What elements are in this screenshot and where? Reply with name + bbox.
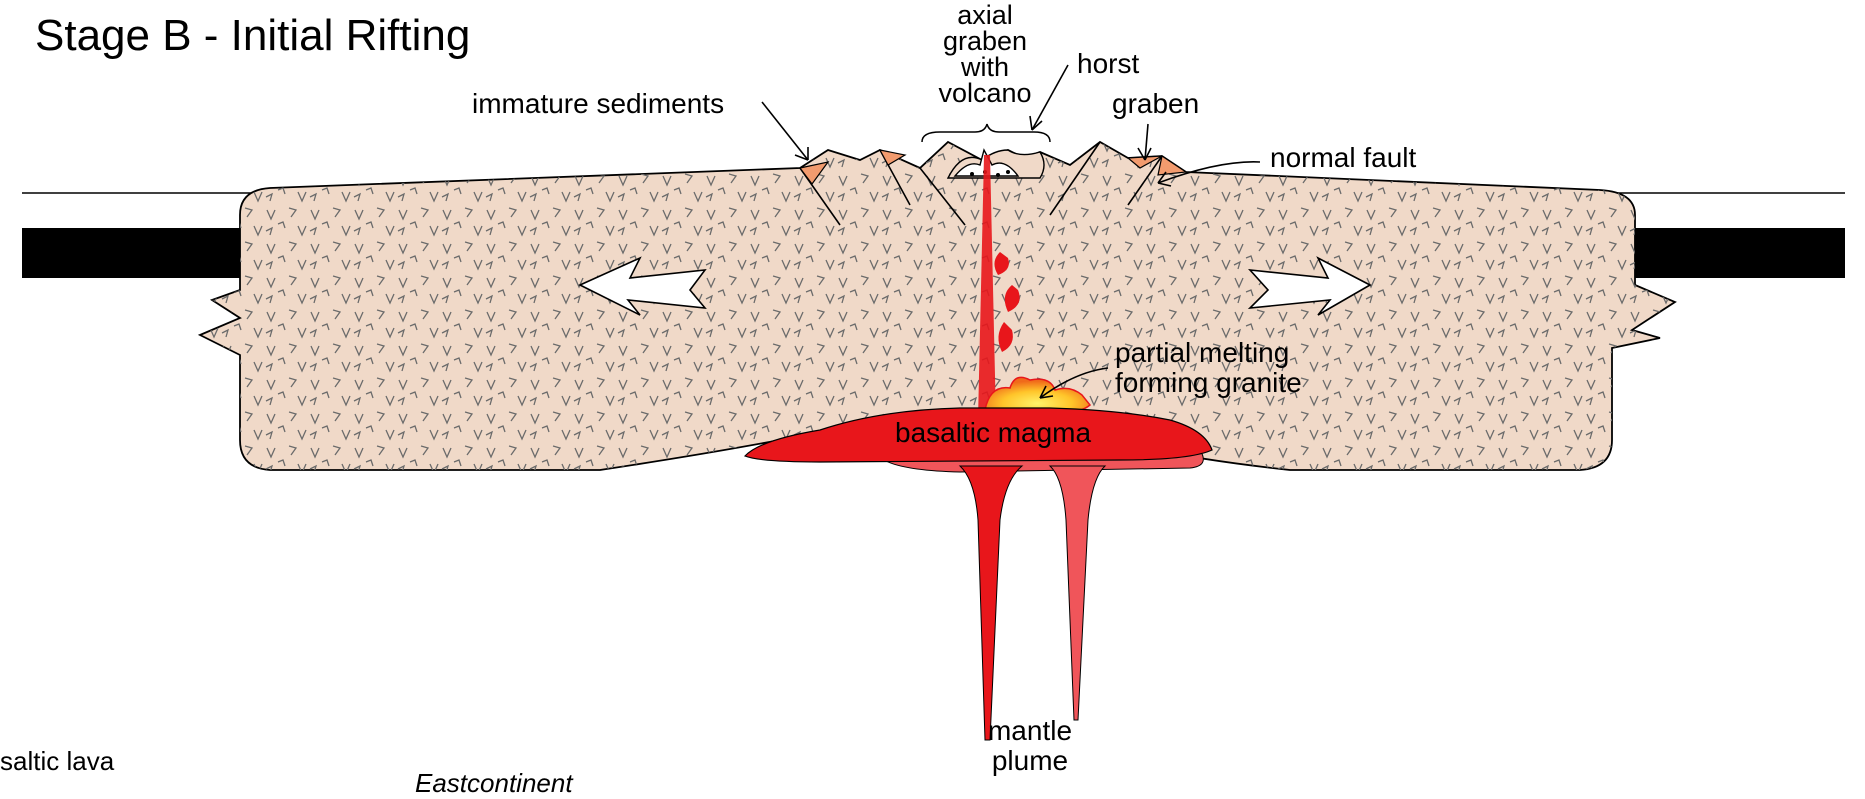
immature-sediments-leader (762, 102, 808, 160)
label-mantle-plume: mantle plume (975, 716, 1085, 776)
label-basaltic-magma: basaltic magma (895, 417, 1091, 448)
diagram-title: Stage B - Initial Rifting (35, 10, 470, 62)
label-immature-sediments: immature sediments (472, 88, 724, 119)
label-graben: graben (1112, 88, 1199, 119)
rift-cross-section (0, 0, 1865, 781)
label-basaltic-lava-cut: saltic lava (0, 746, 114, 777)
oceanic-crust-right (1610, 228, 1845, 278)
diagram-stage: Stage B - Initial Rifting axial graben w… (0, 0, 1865, 781)
label-horst: horst (1077, 48, 1139, 79)
mantle-plume (960, 466, 1105, 740)
label-eastcontinent-cut: Eastcontinent (415, 768, 573, 799)
label-normal-fault: normal fault (1270, 142, 1416, 173)
oceanic-crust-left (22, 228, 252, 278)
label-axial-graben: axial graben with volcano (915, 2, 1055, 106)
label-partial-melting: partial melting forming granite (1115, 338, 1302, 398)
